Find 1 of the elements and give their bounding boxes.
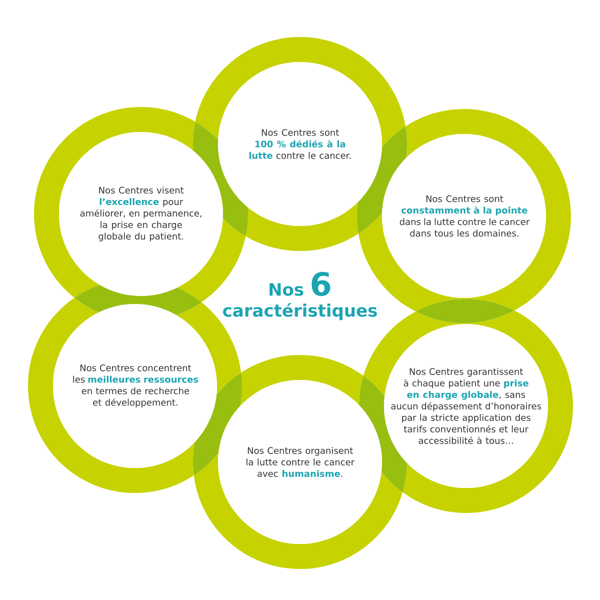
- heading: Nos 6 caractéristiques: [223, 272, 377, 320]
